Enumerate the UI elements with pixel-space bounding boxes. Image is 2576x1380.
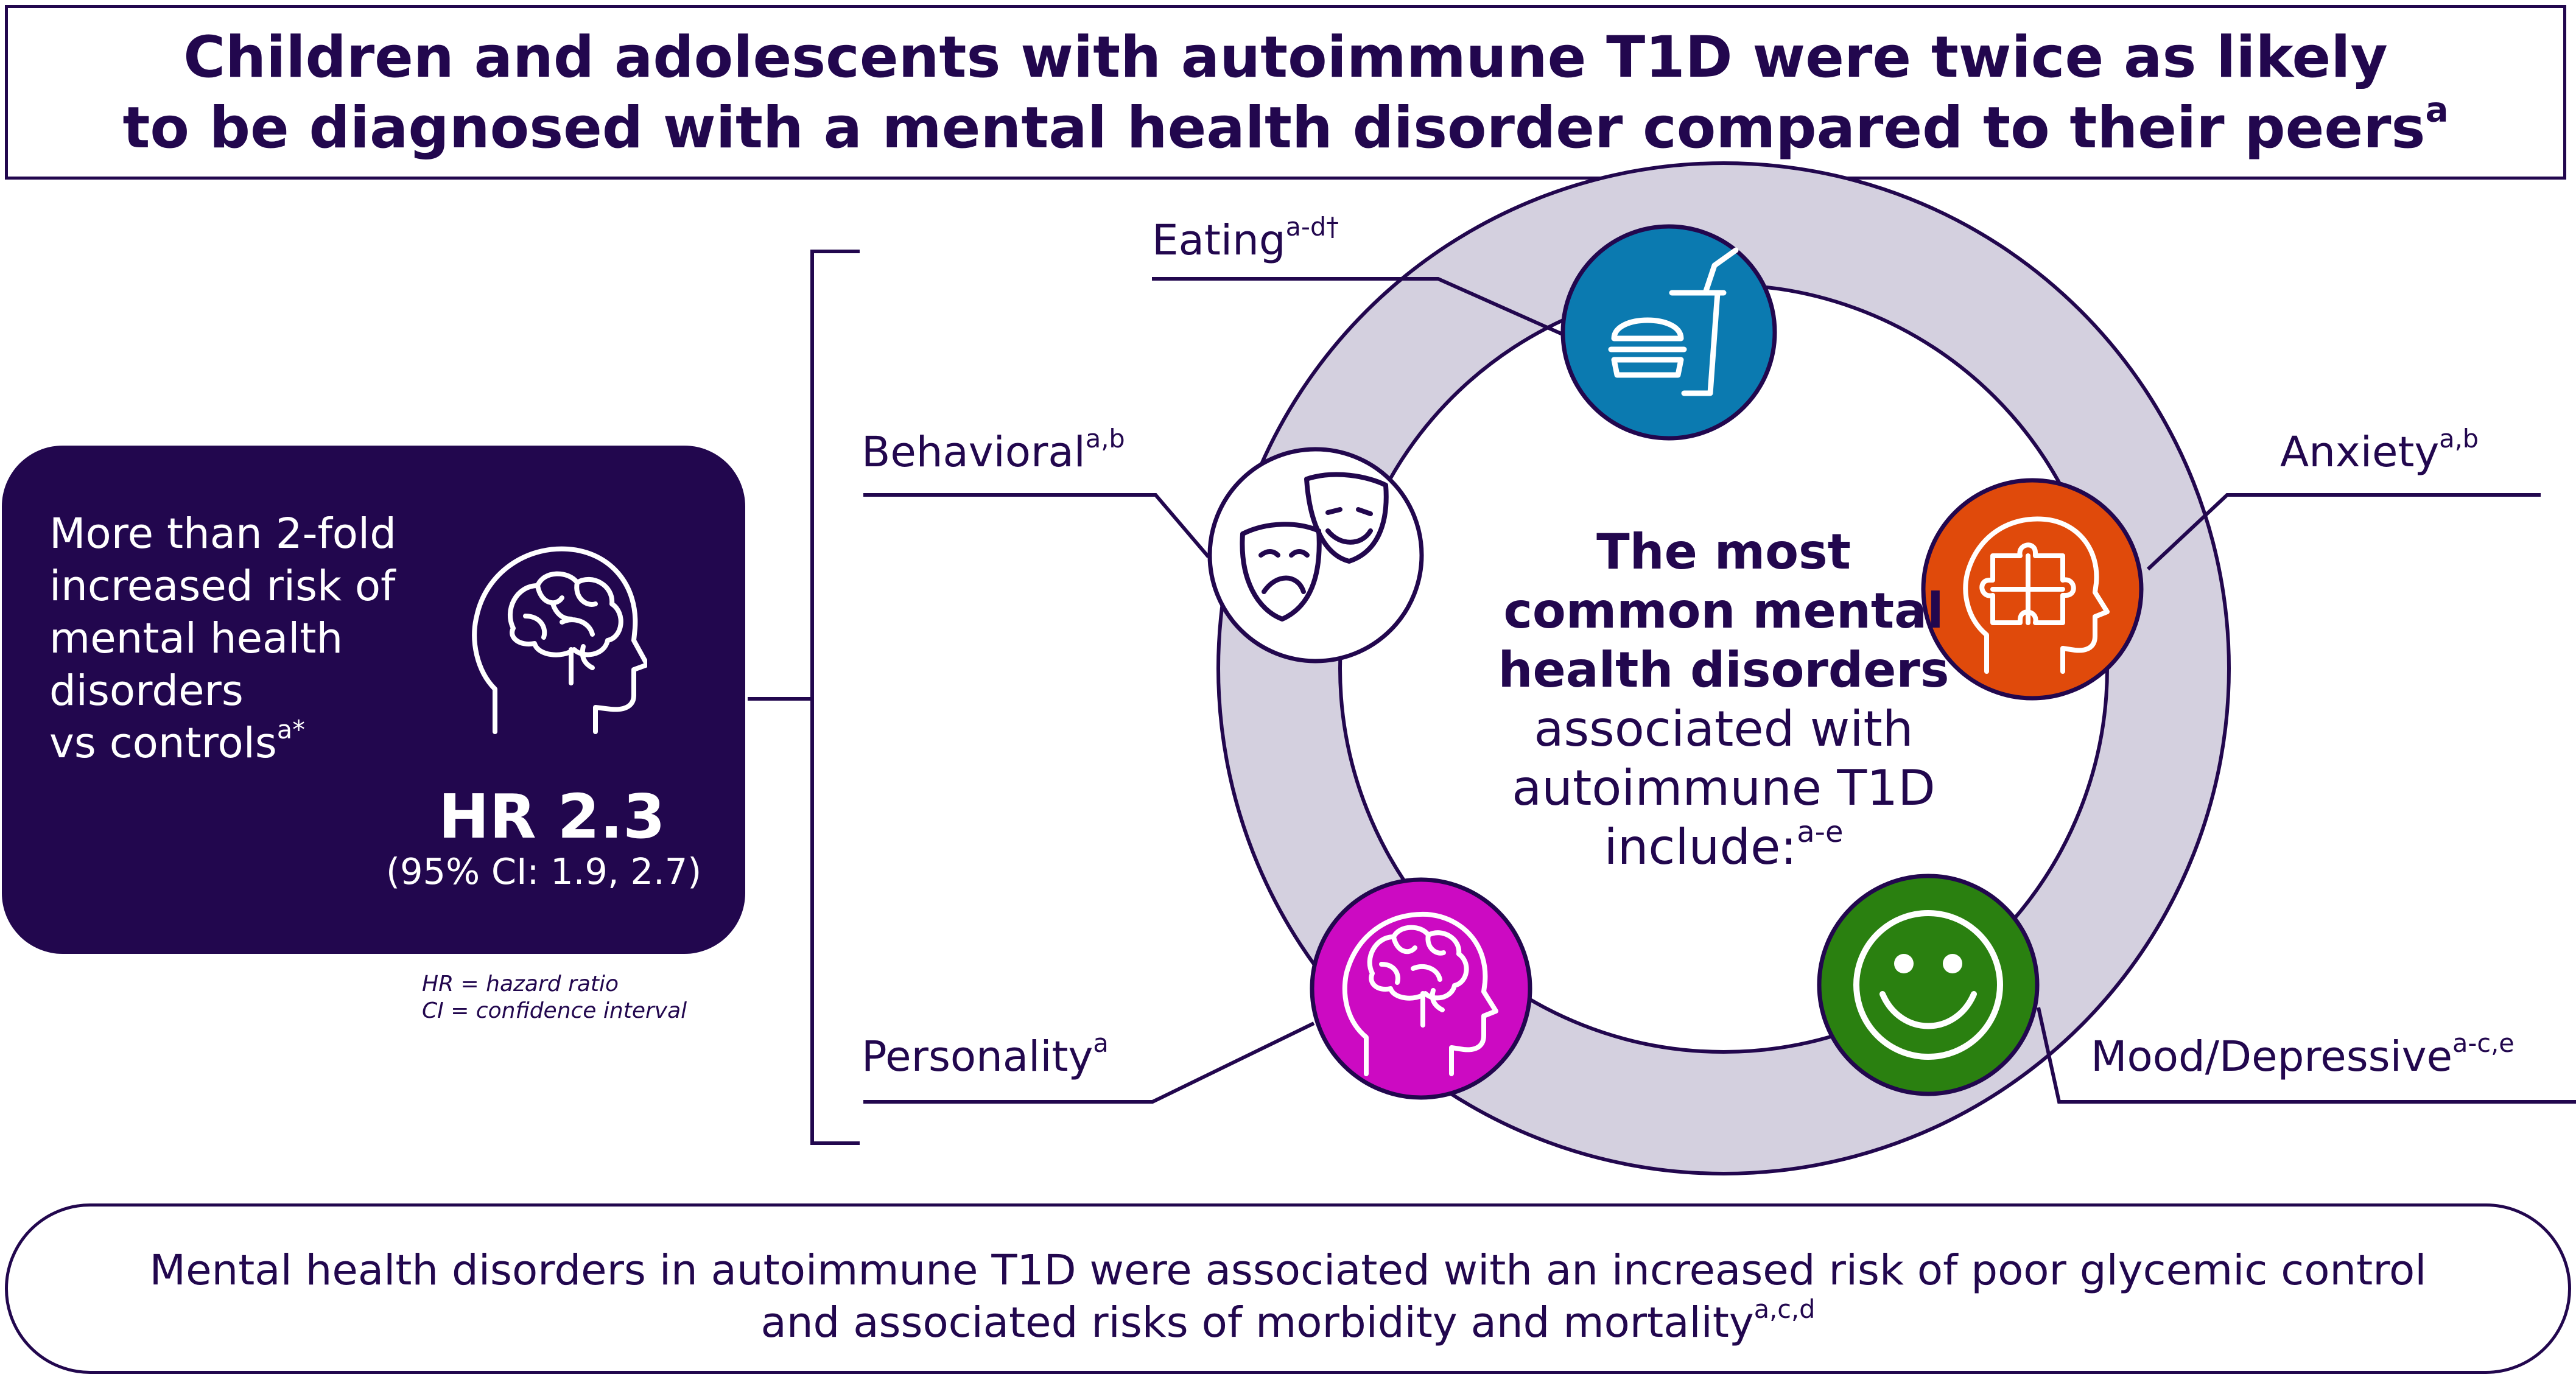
label-personality-sup: a xyxy=(1093,1028,1109,1058)
title-line-2: to be diagnosed with a mental health dis… xyxy=(8,93,2563,161)
ring xyxy=(1218,163,2229,1174)
bottom-line-2-text: and associated risks of morbidity and mo… xyxy=(760,1298,1754,1347)
bottom-line-1: Mental health disorders in autoimmune T1… xyxy=(149,1246,2427,1295)
leader-line-mood xyxy=(2037,1007,2576,1104)
bracket xyxy=(810,250,860,1145)
risk-box: More than 2-fold increased risk of menta… xyxy=(2,446,745,954)
center-bold-line: health disorders xyxy=(1498,642,1950,698)
leader-line-anxiety xyxy=(2146,493,2541,571)
behavioral-circle xyxy=(1207,447,1424,664)
label-mood-text: Mood/Depressive xyxy=(2091,1032,2453,1081)
ring-outer-border xyxy=(1216,161,2231,1175)
risk-line: More than 2-fold xyxy=(49,510,396,558)
bottom-line-2: and associated risks of morbidity and mo… xyxy=(8,1294,2568,1347)
eating-circle xyxy=(1560,224,1777,441)
confidence-interval: (95% CI: 1.9, 2.7) xyxy=(386,850,702,892)
label-anxiety: Anxietya,b xyxy=(2280,426,2479,477)
risk-line: disorders xyxy=(49,667,244,715)
label-behavioral-sup: a,b xyxy=(1085,424,1125,454)
puzzle-head-icon xyxy=(1963,516,2110,674)
leader-line-behavioral xyxy=(863,493,1210,558)
label-eating: Eatinga-d† xyxy=(1152,214,1339,265)
title-line-1: Children and adolescents with autoimmune… xyxy=(183,24,2388,91)
center-bold-line: common mental xyxy=(1503,583,1944,639)
brain-head-icon xyxy=(1342,911,1498,1076)
label-mood-sup: a-c,e xyxy=(2452,1028,2515,1058)
center-line: autoimmune T1D xyxy=(1512,760,1936,816)
center-sup: a-e xyxy=(1797,815,1844,849)
label-behavioral-text: Behavioral xyxy=(862,428,1086,477)
leader-line-eating xyxy=(1152,277,1568,338)
label-eating-text: Eating xyxy=(1152,216,1286,265)
center-line-last: include:a-e xyxy=(1401,818,2046,875)
bottom-box: Mental health disorders in autoimmune T1… xyxy=(5,1203,2571,1374)
smiley-face-icon xyxy=(1853,910,2003,1060)
risk-line: increased risk of xyxy=(49,562,396,611)
risk-last-text: vs controls xyxy=(49,719,277,768)
center-line: associated with xyxy=(1534,701,1914,757)
title-line-2-text: to be diagnosed with a mental health dis… xyxy=(122,95,2426,161)
theater-masks-icon xyxy=(1240,472,1389,622)
risk-sup: a* xyxy=(276,715,305,744)
center-last-text: include: xyxy=(1604,819,1797,875)
label-anxiety-text: Anxiety xyxy=(2280,428,2440,477)
title-sup: a xyxy=(2425,90,2449,130)
risk-line-last: vs controlsa* xyxy=(49,717,305,768)
brain-head-icon xyxy=(472,546,647,734)
title-box: Children and adolescents with autoimmune… xyxy=(5,5,2566,180)
personality-circle xyxy=(1310,877,1532,1100)
risk-line: mental health xyxy=(49,614,343,663)
label-anxiety-sup: a,b xyxy=(2439,424,2479,454)
label-personality-text: Personality xyxy=(862,1032,1093,1081)
footnote-ci: CI = confidence interval xyxy=(422,998,687,1023)
anxiety-circle xyxy=(1921,478,2144,701)
leader-line-personality xyxy=(863,1021,1315,1104)
center-text: The most common mental health disorders … xyxy=(1401,524,2046,889)
bottom-sup: a,c,d xyxy=(1753,1294,1816,1324)
center-bold-line: The most xyxy=(1596,524,1851,580)
label-personality: Personalitya xyxy=(862,1028,1109,1081)
footnote-hr: HR = hazard ratio xyxy=(422,972,619,996)
burger-drink-icon xyxy=(1608,247,1739,396)
label-mood: Mood/Depressivea-c,e xyxy=(2091,1028,2515,1081)
hazard-ratio: HR 2.3 xyxy=(438,781,665,852)
mood-circle xyxy=(1817,874,2040,1096)
label-eating-sup: a-d† xyxy=(1285,212,1339,242)
label-behavioral: Behaviorala,b xyxy=(862,426,1125,477)
